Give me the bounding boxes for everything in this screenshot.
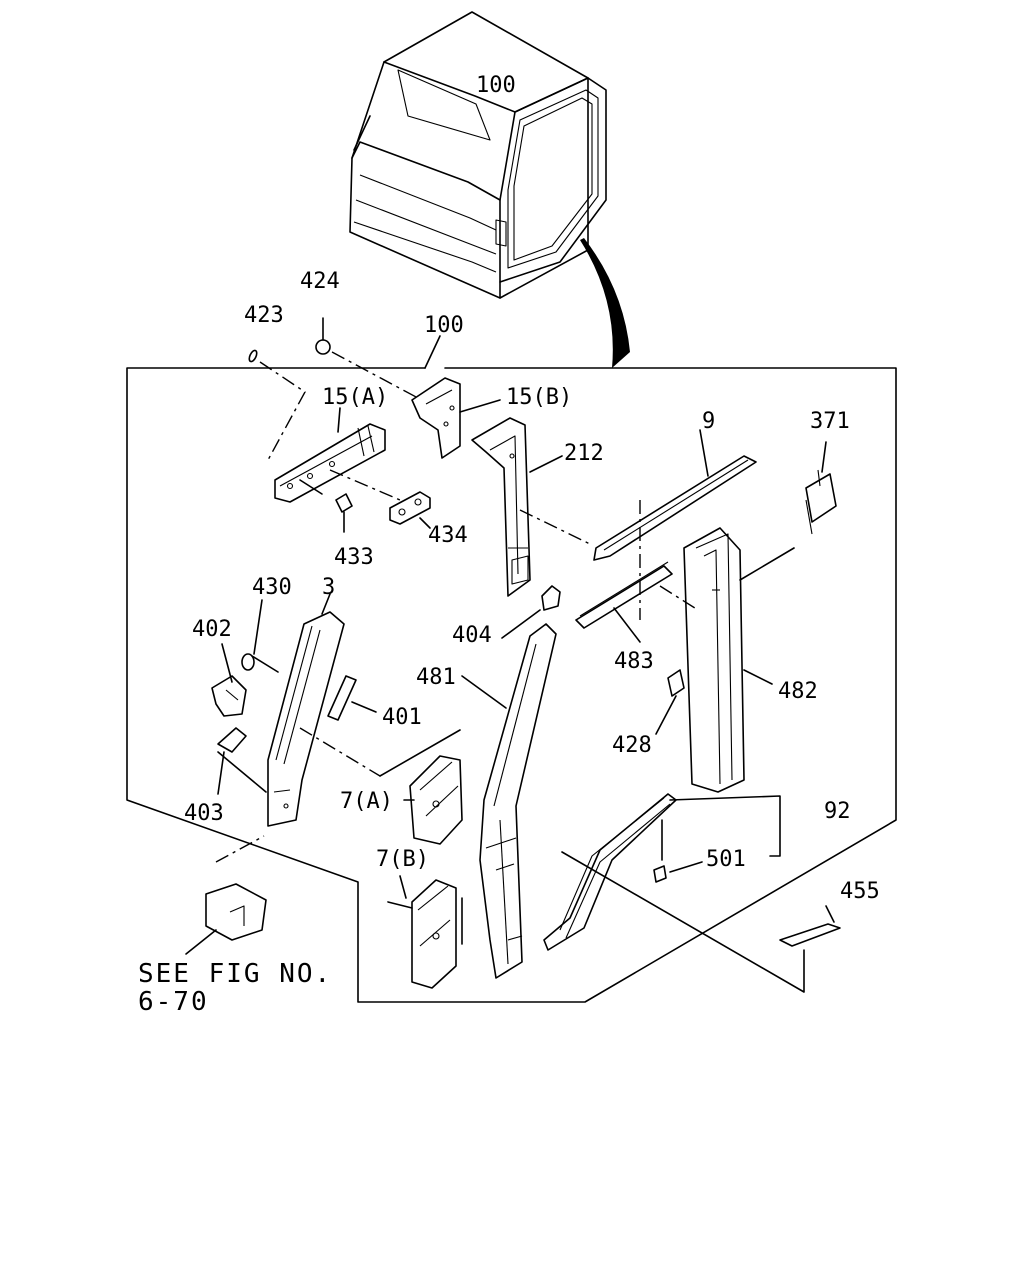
callout-100-cab: 100: [476, 73, 516, 98]
part-482-rear-pillar: [683, 527, 773, 793]
part-3-front-pillar: [267, 593, 345, 827]
part-7a-hinge: [403, 755, 463, 845]
callout-401: 401: [382, 705, 422, 730]
callout-402: 402: [192, 617, 232, 642]
detail-pointer-arrow: [580, 238, 630, 368]
callout-423: 423: [244, 303, 284, 328]
part-92-side-sill: [543, 793, 781, 951]
callout-430: 430: [252, 575, 292, 600]
reference-note-line2: 6-70: [138, 987, 209, 1017]
part-15a-bracket: [274, 407, 386, 503]
part-402-clamp: [211, 643, 247, 717]
part-212-pillar-panel: [471, 417, 563, 597]
callout-9: 9: [702, 409, 715, 434]
part-433-nut: [335, 493, 353, 533]
part-403-bracket: [217, 727, 247, 795]
part-401-link: [327, 675, 377, 721]
callout-100-group: 100: [424, 313, 464, 338]
callout-428: 428: [612, 733, 652, 758]
callout-404: 404: [452, 623, 492, 648]
callout-403: 403: [184, 801, 224, 826]
callout-3: 3: [322, 575, 335, 600]
part-501-screw: [653, 861, 703, 883]
callout-92: 92: [824, 799, 851, 824]
callout-455: 455: [840, 879, 880, 904]
part-15b-bracket: [411, 377, 501, 459]
callout-481: 481: [416, 665, 456, 690]
reference-note-line1: SEE FIG NO.: [138, 959, 332, 989]
reference-part: [185, 883, 267, 955]
callout-371: 371: [810, 409, 850, 434]
part-455-plate: [779, 905, 841, 947]
part-434-plate: [389, 491, 431, 529]
part-371-bracket: [805, 441, 837, 535]
callout-434: 434: [428, 523, 468, 548]
callout-15a: 15(A): [322, 385, 388, 410]
callout-482: 482: [778, 679, 818, 704]
part-483-reinforcement: [575, 561, 673, 643]
callout-7b: 7(B): [376, 847, 429, 872]
callout-483: 483: [614, 649, 654, 674]
part-424-clip: [315, 317, 331, 355]
callout-433: 433: [334, 545, 374, 570]
cab-assembly: [349, 11, 607, 299]
callout-15b: 15(B): [506, 385, 572, 410]
callout-212: 212: [564, 441, 604, 466]
part-481-center-pillar: [461, 623, 557, 979]
part-430-bolt: [241, 599, 279, 673]
callout-424: 424: [300, 269, 340, 294]
group-boundary: [126, 367, 897, 1003]
part-428-plate: [655, 669, 685, 735]
part-9-roof-rail: [593, 429, 757, 561]
part-404-clip: [501, 585, 561, 639]
callout-7a: 7(A): [340, 789, 393, 814]
callout-501: 501: [706, 847, 746, 872]
leader-100: [424, 335, 441, 369]
part-423-pin: [248, 349, 258, 363]
part-7b-hinge: [387, 875, 457, 989]
